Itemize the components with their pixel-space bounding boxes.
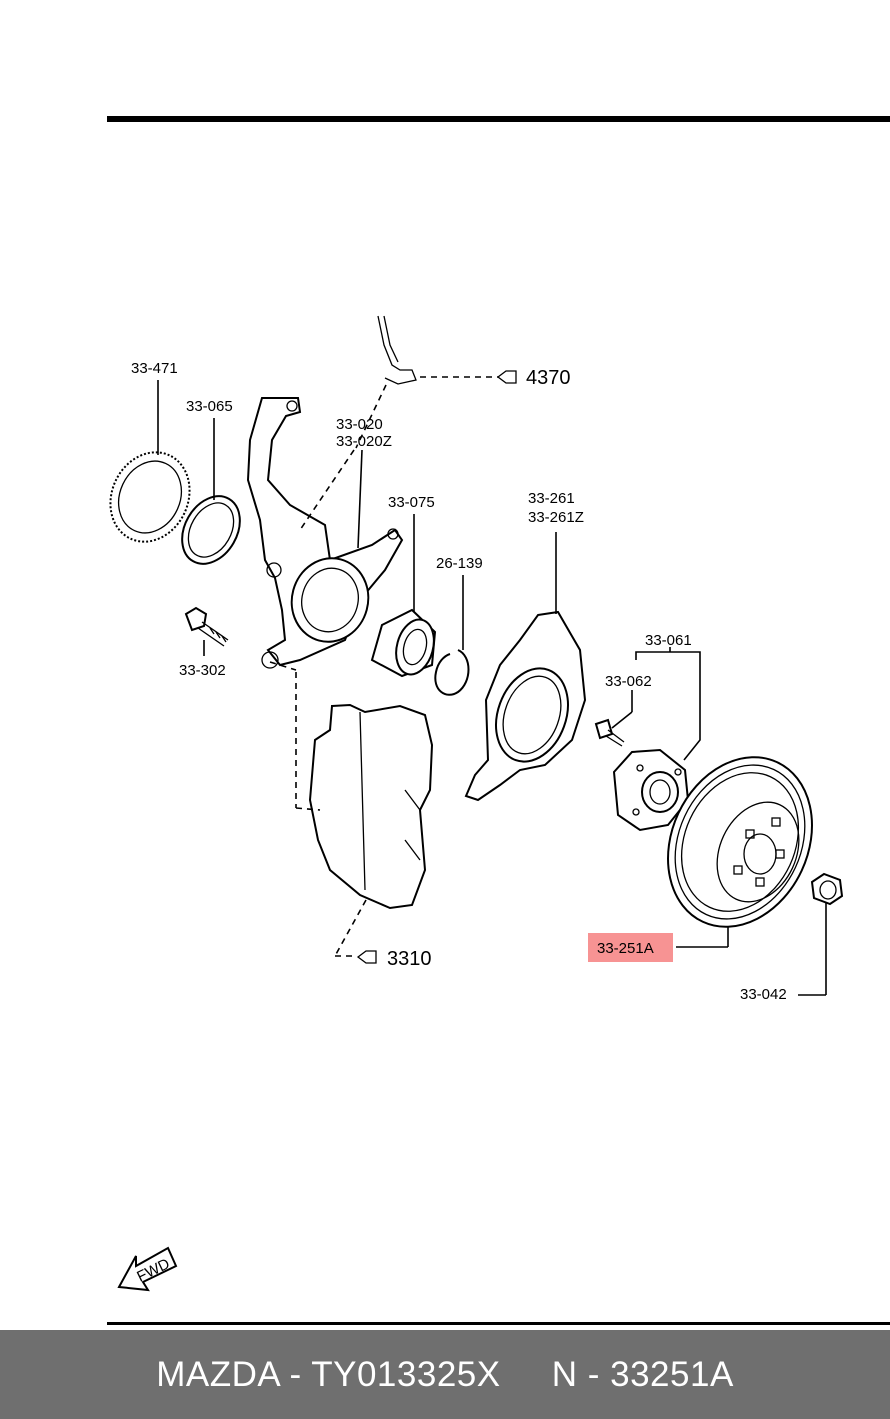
ref-arrow-3310-icon bbox=[356, 950, 377, 964]
footer-gap bbox=[501, 1355, 552, 1395]
bottom-rule bbox=[107, 1322, 890, 1325]
label-33-302: 33-302 bbox=[179, 662, 226, 679]
label-33-061: 33-061 bbox=[645, 632, 692, 649]
label-33-261: 33-261 bbox=[528, 490, 575, 507]
label-26-139: 26-139 bbox=[436, 555, 483, 572]
label-33-042: 33-042 bbox=[740, 986, 787, 1003]
footer-ref: N - 33251A bbox=[551, 1354, 734, 1394]
label-4370: 4370 bbox=[526, 367, 571, 389]
brake-disc-33-251a[interactable] bbox=[641, 734, 839, 951]
steering-knuckle-33-020[interactable] bbox=[246, 397, 404, 669]
label-33-251a: 33-251A bbox=[597, 940, 654, 957]
snap-ring-26-139[interactable] bbox=[434, 649, 470, 696]
footer-brand-part: MAZDA - TY013325X bbox=[156, 1354, 501, 1394]
brake-caliper-3310[interactable] bbox=[308, 703, 434, 910]
parts-diagram: 33-471 33-065 33-020 33-020Z 4370 33-075… bbox=[96, 116, 890, 1325]
abs-ring-33-471[interactable] bbox=[96, 439, 204, 554]
seal-33-065[interactable] bbox=[170, 486, 251, 574]
label-33-020: 33-020 bbox=[336, 416, 383, 433]
hub-nut-33-042[interactable] bbox=[810, 872, 844, 906]
highlight-33-251a bbox=[588, 933, 673, 962]
label-33-075: 33-075 bbox=[388, 494, 435, 511]
wheel-bearing-33-075[interactable] bbox=[370, 608, 440, 679]
part-number-footer: MAZDA - TY013325X N - 33251A bbox=[0, 1330, 890, 1419]
dust-shield-33-261[interactable] bbox=[464, 610, 587, 802]
hub-bolt-33-062[interactable] bbox=[594, 718, 625, 747]
ref-arrow-4370-icon bbox=[496, 370, 517, 384]
label-3310: 3310 bbox=[387, 948, 432, 970]
abs-sensor bbox=[377, 315, 417, 385]
label-33-261z: 33-261Z bbox=[528, 509, 584, 526]
bolt-33-302[interactable] bbox=[184, 606, 229, 647]
top-rule bbox=[107, 116, 890, 122]
fwd-arrow-icon: FWD bbox=[117, 1246, 178, 1292]
label-33-471: 33-471 bbox=[131, 360, 178, 377]
label-33-062: 33-062 bbox=[605, 673, 652, 690]
label-33-065: 33-065 bbox=[186, 398, 233, 415]
label-33-020z: 33-020Z bbox=[336, 433, 392, 450]
